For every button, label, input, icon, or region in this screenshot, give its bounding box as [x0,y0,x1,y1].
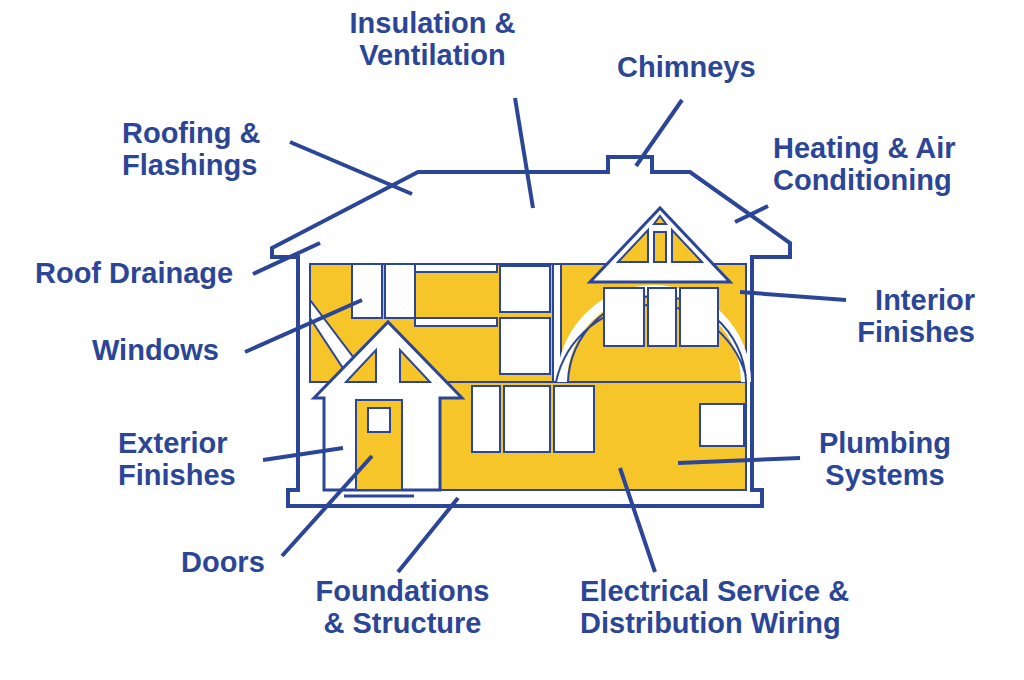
label-slot: Chimneys [617,52,797,84]
leader-line [282,456,372,556]
window [500,318,550,374]
window [385,264,415,318]
leader-line [253,243,320,274]
label-slot: Interior Finishes [835,285,975,349]
leader-line [620,468,655,572]
house-outline [272,157,790,506]
part-label: Chimneys [617,52,797,84]
window [680,288,718,346]
part-label: Foundations & Structure [305,576,500,640]
window [648,288,676,346]
window [472,386,500,452]
porch [314,322,462,490]
leader-line [678,458,800,463]
part-label: Electrical Service & Distribution Wiring [580,576,870,640]
gable-panel [618,230,648,262]
leader-line [398,498,458,572]
part-label: Windows [92,335,242,367]
label-slot: Electrical Service & Distribution Wiring [580,576,870,640]
label-slot: Heating & Air Conditioning [773,133,978,197]
window [554,386,594,452]
leader-line [735,206,768,222]
label-slot: Doors [181,547,281,579]
leader-line [290,142,412,194]
gable [590,208,730,282]
part-label: Exterior Finishes [118,428,258,492]
part-label: Doors [181,547,281,579]
gable-panel [672,230,702,262]
step [344,495,414,498]
porch-panel [346,350,376,382]
gable-panel [654,216,666,224]
label-slot: Insulation & Ventilation [340,8,525,72]
part-label: Roof Drainage [35,258,250,290]
door [356,400,402,490]
label-slot: Foundations & Structure [305,576,500,640]
part-label: Roofing & Flashings [122,118,282,182]
window [352,264,382,318]
window [604,288,644,346]
house [272,157,790,506]
part-label: Insulation & Ventilation [340,8,525,72]
leader-line [245,300,362,352]
window [500,266,550,312]
label-slot: Windows [92,335,242,367]
part-label: Plumbing Systems [810,428,960,492]
door-window [368,408,390,432]
label-slot: Exterior Finishes [118,428,258,492]
leader-line [515,98,533,208]
part-label: Interior Finishes [835,285,975,349]
leader-line [636,100,682,166]
window [504,386,550,452]
timber [415,318,497,326]
label-slot: Roofing & Flashings [122,118,282,182]
leader-line [263,448,343,460]
leader-line [740,292,846,300]
gable-panel [654,232,666,262]
label-slot: Roof Drainage [35,258,250,290]
window [700,404,744,446]
porch-panel [400,350,430,382]
label-slot: Plumbing Systems [810,428,960,492]
lower-wall [440,382,746,490]
timber [415,264,497,272]
part-label: Heating & Air Conditioning [773,133,978,197]
leader-lines [245,98,846,572]
